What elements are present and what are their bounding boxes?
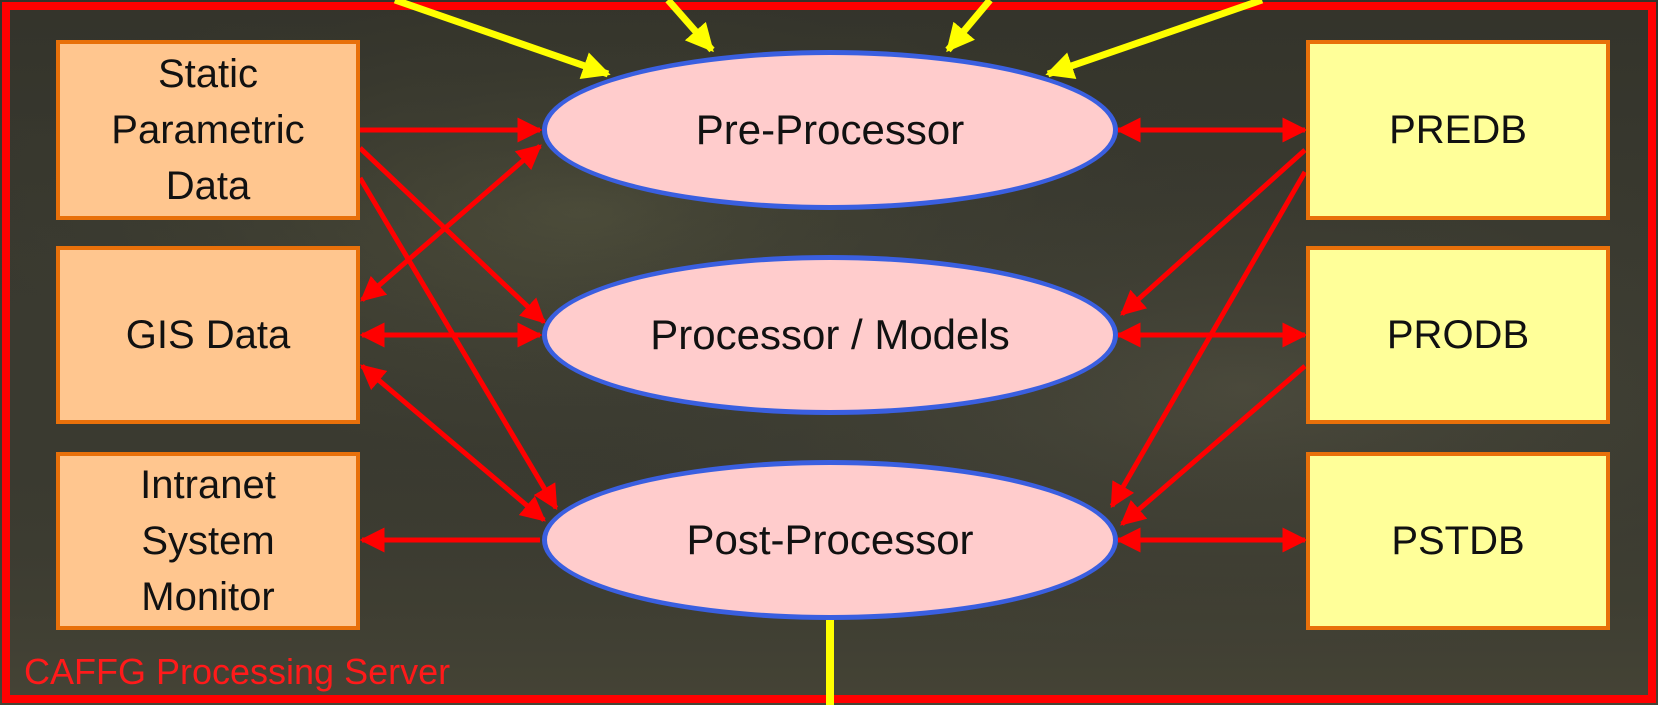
static-parametric-data-box: Static Parametric Data <box>56 40 360 220</box>
processor-models-node: Processor / Models <box>542 255 1118 415</box>
pre-processor-label: Pre-Processor <box>695 106 965 153</box>
external-input-arrow <box>393 0 611 79</box>
external-input-arrow <box>665 0 715 53</box>
arrow-static-to-post <box>357 176 559 511</box>
external-input-arrow <box>945 0 993 53</box>
predb-label: PREDB <box>1389 108 1527 152</box>
prodb-box: PRODB <box>1306 246 1610 424</box>
post-processor-node: Post-Processor <box>542 460 1118 620</box>
arrow-pre-gis <box>360 144 542 302</box>
pstdb-label: PSTDB <box>1391 519 1525 563</box>
intranet-system-monitor-label: Intranet System Monitor <box>140 463 276 619</box>
predb-box: PREDB <box>1306 40 1610 220</box>
arrow-predb-to-post <box>1109 170 1308 509</box>
arrow-prodb-to-post <box>1120 364 1307 526</box>
arrow-static-to-proc <box>358 146 546 324</box>
static-parametric-data-label: Static Parametric Data <box>111 52 305 208</box>
post-processor-label: Post-Processor <box>686 516 974 563</box>
pre-processor-node: Pre-Processor <box>542 50 1118 210</box>
gis-data-box: GIS Data <box>56 246 360 424</box>
prodb-label: PRODB <box>1386 313 1530 357</box>
gis-data-label: GIS Data <box>125 313 291 357</box>
external-input-arrow <box>1045 0 1264 79</box>
server-label: CAFFG Processing Server <box>24 651 451 692</box>
processor-models-label: Processor / Models <box>650 311 1010 358</box>
arrow-gis-post <box>360 364 546 522</box>
pstdb-box: PSTDB <box>1306 452 1610 630</box>
intranet-system-monitor-box: Intranet System Monitor <box>56 452 360 630</box>
arrow-predb-to-proc <box>1120 148 1307 316</box>
